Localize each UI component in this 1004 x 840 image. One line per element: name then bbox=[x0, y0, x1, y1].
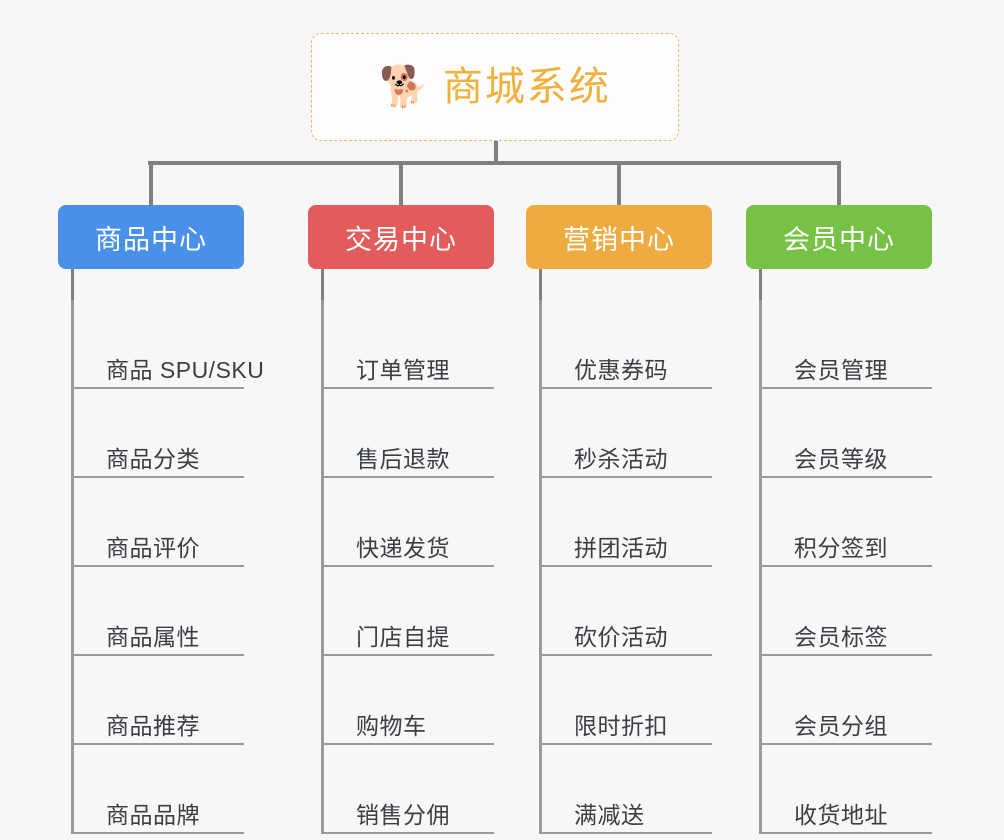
leaf-item-label: 优惠券码 bbox=[574, 357, 668, 384]
leaf-list-2: 订单管理售后退款快递发货门店自提购物车销售分佣 bbox=[321, 300, 494, 834]
leaf-item-label: 满减送 bbox=[574, 802, 645, 829]
leaf-item-label: 砍价活动 bbox=[574, 624, 668, 651]
leaf-item[interactable]: 商品 SPU/SKU bbox=[74, 300, 264, 389]
leaf-item[interactable]: 售后退款 bbox=[324, 389, 494, 478]
leaf-item[interactable]: 快递发货 bbox=[324, 478, 494, 567]
connector-category-stem-2 bbox=[321, 269, 324, 300]
leaf-item-label: 会员等级 bbox=[794, 446, 888, 473]
column-4: 会员中心会员管理会员等级积分签到会员标签会员分组收货地址 bbox=[746, 205, 932, 834]
leaf-item[interactable]: 限时折扣 bbox=[542, 656, 712, 745]
leaf-item[interactable]: 优惠券码 bbox=[542, 300, 712, 389]
leaf-item[interactable]: 砍价活动 bbox=[542, 567, 712, 656]
connector-drop-2 bbox=[399, 161, 403, 205]
leaf-item-label: 商品推荐 bbox=[106, 713, 200, 740]
leaf-item[interactable]: 门店自提 bbox=[324, 567, 494, 656]
category-header-2[interactable]: 交易中心 bbox=[308, 205, 494, 269]
leaf-item[interactable]: 会员等级 bbox=[762, 389, 932, 478]
leaf-item[interactable]: 秒杀活动 bbox=[542, 389, 712, 478]
column-1: 商品中心商品 SPU/SKU 商品分类商品评价商品属性商品推荐商品品牌 bbox=[58, 205, 264, 834]
leaf-list-3: 优惠券码秒杀活动拼团活动砍价活动限时折扣满减送 bbox=[539, 300, 712, 834]
leaf-item[interactable]: 销售分佣 bbox=[324, 745, 494, 834]
root-node-title: 商城系统 bbox=[442, 65, 611, 109]
connector-category-stem-4 bbox=[759, 269, 762, 300]
category-header-3[interactable]: 营销中心 bbox=[526, 205, 712, 269]
connector-root-stem bbox=[494, 141, 498, 163]
connector-drop-1 bbox=[149, 161, 153, 205]
leaf-item[interactable]: 商品属性 bbox=[74, 567, 244, 656]
leaf-item-label: 商品评价 bbox=[106, 535, 200, 562]
leaf-item-label: 商品属性 bbox=[106, 624, 200, 651]
shiba-dog-icon: 🐕 bbox=[379, 65, 429, 109]
leaf-item-label: 收货地址 bbox=[794, 802, 888, 829]
connector-category-stem-3 bbox=[539, 269, 542, 300]
leaf-item-label: 销售分佣 bbox=[356, 802, 450, 829]
leaf-item[interactable]: 商品推荐 bbox=[74, 656, 244, 745]
leaf-item-label: 秒杀活动 bbox=[574, 446, 668, 473]
leaf-item-label: 会员管理 bbox=[794, 357, 888, 384]
leaf-item[interactable]: 拼团活动 bbox=[542, 478, 712, 567]
leaf-item[interactable]: 收货地址 bbox=[762, 745, 932, 834]
leaf-item-label: 会员分组 bbox=[794, 713, 888, 740]
leaf-list-1: 商品 SPU/SKU 商品分类商品评价商品属性商品推荐商品品牌 bbox=[71, 300, 264, 834]
leaf-item-label: 会员标签 bbox=[794, 624, 888, 651]
connector-drop-3 bbox=[617, 161, 621, 205]
leaf-item-label: 限时折扣 bbox=[574, 713, 668, 740]
leaf-item-label: 订单管理 bbox=[356, 357, 450, 384]
leaf-item[interactable]: 订单管理 bbox=[324, 300, 494, 389]
column-2: 交易中心订单管理售后退款快递发货门店自提购物车销售分佣 bbox=[308, 205, 494, 834]
leaf-item-label: 门店自提 bbox=[356, 624, 450, 651]
leaf-item-label: 商品品牌 bbox=[106, 802, 200, 829]
leaf-item-label: 积分签到 bbox=[794, 535, 888, 562]
leaf-item[interactable]: 商品品牌 bbox=[74, 745, 244, 834]
leaf-item[interactable]: 会员管理 bbox=[762, 300, 932, 389]
leaf-item[interactable]: 商品分类 bbox=[74, 389, 244, 478]
column-3: 营销中心优惠券码秒杀活动拼团活动砍价活动限时折扣满减送 bbox=[526, 205, 712, 834]
leaf-item-label: 购物车 bbox=[356, 713, 427, 740]
leaf-item-label: 拼团活动 bbox=[574, 535, 668, 562]
leaf-item[interactable]: 会员分组 bbox=[762, 656, 932, 745]
leaf-item[interactable]: 会员标签 bbox=[762, 567, 932, 656]
leaf-item[interactable]: 积分签到 bbox=[762, 478, 932, 567]
connector-horizontal-bus bbox=[148, 161, 838, 165]
root-node-mall-system[interactable]: 🐕 商城系统 bbox=[311, 33, 679, 141]
leaf-item-label: 商品 SPU/SKU bbox=[106, 357, 265, 384]
leaf-item[interactable]: 满减送 bbox=[542, 745, 712, 834]
leaf-item-label: 售后退款 bbox=[356, 446, 450, 473]
category-header-1[interactable]: 商品中心 bbox=[58, 205, 244, 269]
leaf-item-label: 商品分类 bbox=[106, 446, 200, 473]
leaf-item[interactable]: 购物车 bbox=[324, 656, 494, 745]
leaf-item-label: 快递发货 bbox=[356, 535, 450, 562]
connector-category-stem-1 bbox=[71, 269, 74, 300]
leaf-list-4: 会员管理会员等级积分签到会员标签会员分组收货地址 bbox=[759, 300, 932, 834]
leaf-item[interactable]: 商品评价 bbox=[74, 478, 244, 567]
connector-drop-4 bbox=[837, 161, 841, 205]
category-header-4[interactable]: 会员中心 bbox=[746, 205, 932, 269]
